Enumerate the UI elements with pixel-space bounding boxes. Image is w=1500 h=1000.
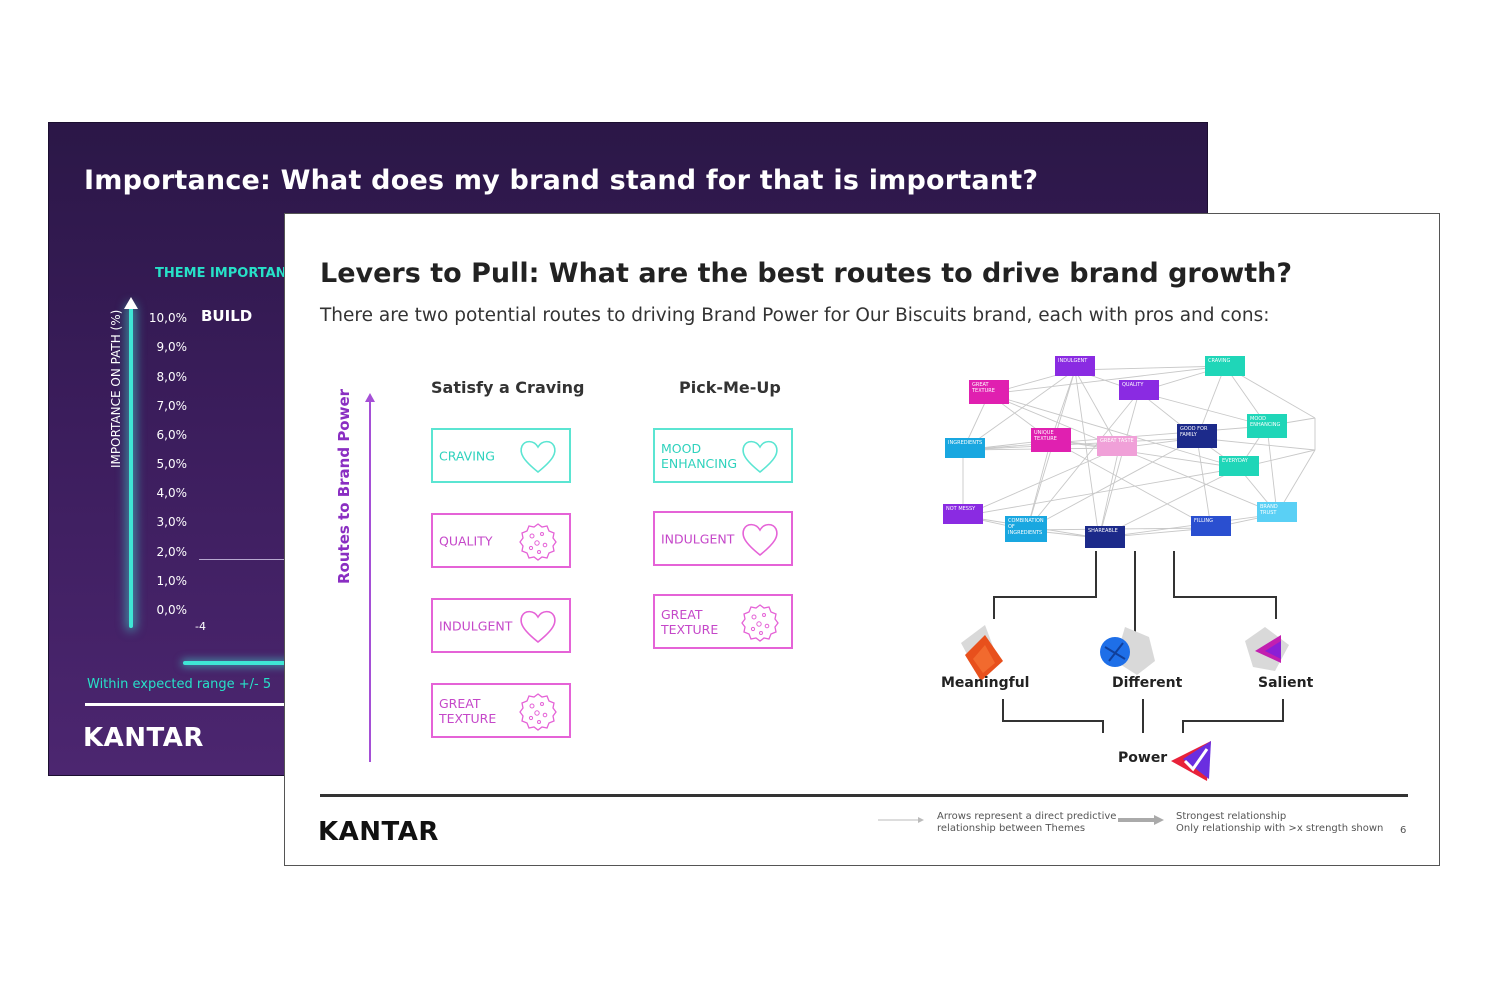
lever-card-label: GREAT TEXTURE	[439, 695, 497, 726]
heart-icon	[742, 523, 778, 557]
network-node: INDULGENT	[1055, 356, 1095, 376]
arrow-up-icon	[365, 393, 375, 402]
y-tick: 0,0%	[156, 603, 188, 617]
kantar-logo: KANTAR	[318, 817, 439, 847]
network-node: UNIQUE TEXTURE	[1031, 428, 1071, 452]
y-tick: 9,0%	[156, 340, 188, 354]
network-node: BRAND TRUST	[1257, 502, 1297, 522]
lever-card-label: MOOD ENHANCING	[661, 440, 738, 471]
front-slide-subtitle: There are two potential routes to drivin…	[320, 305, 1270, 326]
network-node: GREAT TASTE	[1097, 436, 1137, 456]
routes-label: Routes to Brand Power	[335, 388, 353, 584]
page-number: 6	[1400, 825, 1407, 836]
pillar-power: Power	[1118, 750, 1168, 766]
back-slide-title: Importance: What does my brand stand for…	[84, 165, 1039, 196]
network-node: QUALITY	[1119, 380, 1159, 400]
legend-strong-note-line1: Strongest relationship	[1176, 811, 1287, 822]
lever-card: CRAVING	[431, 428, 571, 483]
thin-arrow-icon	[878, 817, 924, 823]
theme-network: INDULGENT CRAVING GREAT TEXTURE QUALITY …	[941, 352, 1321, 552]
y-tick: 4,0%	[156, 486, 188, 500]
column-heading-craving: Satisfy a Craving	[431, 378, 585, 397]
y-axis-label: IMPORTANCE ON PATH (%)	[109, 309, 123, 468]
kantar-logo: KANTAR	[83, 723, 204, 753]
front-slide-title: Levers to Pull: What are the best routes…	[320, 258, 1292, 289]
network-node: FILLING	[1191, 516, 1231, 536]
lever-card: INDULGENT	[431, 598, 571, 653]
heart-icon	[520, 440, 556, 474]
lever-card-label: INDULGENT	[661, 531, 735, 546]
pillar-salient: Salient	[1258, 675, 1314, 691]
y-tick: 10,0%	[148, 311, 187, 325]
y-tick: 7,0%	[156, 399, 188, 413]
heart-icon	[520, 610, 556, 644]
pillar-meaningful: Meaningful	[941, 675, 1030, 691]
front-slide: Levers to Pull: What are the best routes…	[284, 213, 1440, 866]
lever-card: GREAT TEXTURE	[431, 683, 571, 738]
network-node: NOT MESSY	[943, 504, 983, 524]
theme-importance-label: THEME IMPORTANC	[155, 266, 297, 281]
y-axis-line	[129, 306, 133, 628]
network-node: SHAREABLE	[1085, 526, 1125, 548]
column-heading-pick-me-up: Pick-Me-Up	[679, 378, 781, 397]
different-icon	[1100, 627, 1155, 675]
heart-icon	[742, 440, 778, 474]
lever-card: QUALITY	[431, 513, 571, 568]
build-label: BUILD	[201, 307, 253, 325]
network-node: EVERYDAY	[1219, 456, 1259, 476]
salient-icon	[1245, 627, 1289, 671]
routes-axis-line	[369, 399, 371, 762]
y-tick: 6,0%	[156, 428, 188, 442]
lever-card-label: GREAT TEXTURE	[661, 606, 719, 637]
network-node: COMBINATION OF INGREDIENTS	[1005, 516, 1047, 542]
legend-arrow-note-line2: relationship between Themes	[937, 823, 1086, 834]
thick-arrow-icon	[1118, 815, 1164, 825]
footer-rule	[320, 794, 1408, 797]
pillar-connectors	[961, 551, 1289, 781]
lever-card-label: QUALITY	[439, 533, 493, 548]
y-tick: 8,0%	[156, 370, 188, 384]
range-note: Within expected range +/- 5	[87, 677, 272, 692]
range-bar	[183, 661, 293, 665]
lever-card-label: CRAVING	[439, 448, 495, 463]
y-axis-arrow-icon	[124, 297, 138, 309]
lever-card: INDULGENT	[653, 511, 793, 566]
legend-arrow-note: Arrows represent a direct predictive rel…	[937, 811, 1116, 835]
y-tick: 1,0%	[156, 574, 188, 588]
y-tick: 2,0%	[156, 545, 188, 559]
meaningful-icon	[961, 625, 1003, 681]
lever-card: GREAT TEXTURE	[653, 594, 793, 649]
network-node: GOOD FOR FAMILY	[1177, 424, 1217, 448]
network-node: MOOD ENHANCING	[1247, 414, 1287, 438]
network-node: CRAVING	[1205, 356, 1245, 376]
cookie-icon	[519, 523, 557, 561]
pillar-different: Different	[1112, 675, 1183, 691]
legend-strong-note-line2: Only relationship with >x strength shown	[1176, 823, 1384, 834]
gridline	[199, 559, 289, 560]
y-tick: 3,0%	[156, 515, 188, 529]
y-tick: 5,0%	[156, 457, 188, 471]
lever-card-label: INDULGENT	[439, 618, 513, 633]
lever-card: MOOD ENHANCING	[653, 428, 793, 483]
cookie-icon	[519, 693, 557, 731]
legend-arrow-note-line1: Arrows represent a direct predictive	[937, 811, 1117, 822]
cookie-icon	[741, 604, 779, 642]
power-check-icon	[1171, 741, 1211, 781]
footer-rule	[85, 703, 295, 706]
x-tick: -4	[195, 620, 206, 633]
legend-strong-note: Strongest relationship Only relationship…	[1176, 811, 1383, 835]
network-node: GREAT TEXTURE	[969, 380, 1009, 404]
network-node: INGREDIENTS	[945, 438, 985, 458]
